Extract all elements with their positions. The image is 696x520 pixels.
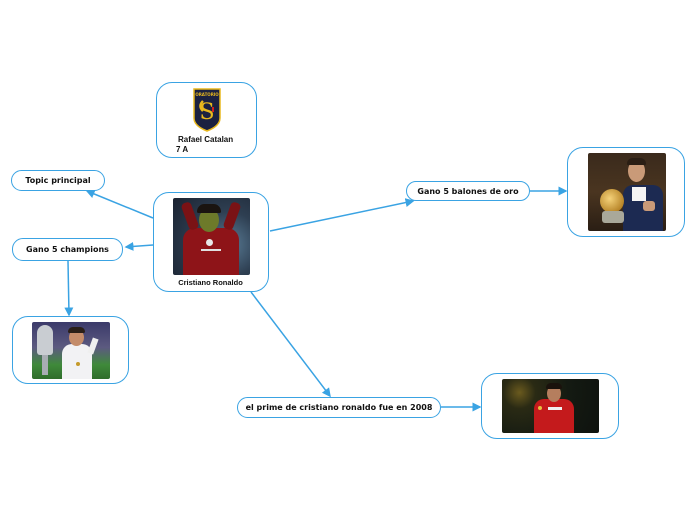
prime-2008-node[interactable]: el prime de cristiano ronaldo fue en 200…	[237, 397, 441, 418]
balones-node[interactable]: Gano 5 balones de oro	[406, 181, 530, 201]
oratorio-shield-logo-icon: ORATORIO S	[193, 88, 221, 132]
connector-champions	[124, 241, 154, 251]
svg-text:S: S	[199, 100, 214, 125]
topic-label: Gano 5 champions	[26, 245, 109, 254]
ballon-dor-image-node[interactable]	[567, 147, 685, 237]
central-topic-node[interactable]: Cristiano Ronaldo	[153, 192, 269, 292]
champions-image-node[interactable]	[12, 316, 129, 384]
topic-label: Gano 5 balones de oro	[417, 186, 519, 196]
class-label: 7 A	[176, 145, 189, 154]
author-name: Rafael Catalan	[178, 135, 234, 144]
ronaldo-central-photo	[173, 198, 250, 275]
connector-topic-principal	[85, 189, 154, 219]
manchester-2008-image-node[interactable]	[481, 373, 619, 439]
champions-node[interactable]: Gano 5 champions	[12, 238, 123, 261]
ronaldo-ballon-dor-photo	[588, 153, 666, 231]
topic-principal-node[interactable]: Topic principal	[11, 170, 105, 191]
connector-balones	[269, 198, 415, 232]
topic-label: Topic principal	[25, 176, 91, 185]
ronaldo-champions-trophy-photo	[32, 322, 110, 379]
topic-label: el prime de cristiano ronaldo fue en 200…	[245, 403, 433, 412]
ronaldo-manchester-2008-photo	[502, 379, 599, 433]
svg-text:ORATORIO: ORATORIO	[195, 92, 219, 97]
central-topic-label: Cristiano Ronaldo	[178, 278, 243, 287]
header-card[interactable]: ORATORIO S Rafael Catalan 7 A	[156, 82, 257, 158]
connector-prime	[250, 291, 331, 398]
connector-champions-image	[64, 260, 74, 317]
